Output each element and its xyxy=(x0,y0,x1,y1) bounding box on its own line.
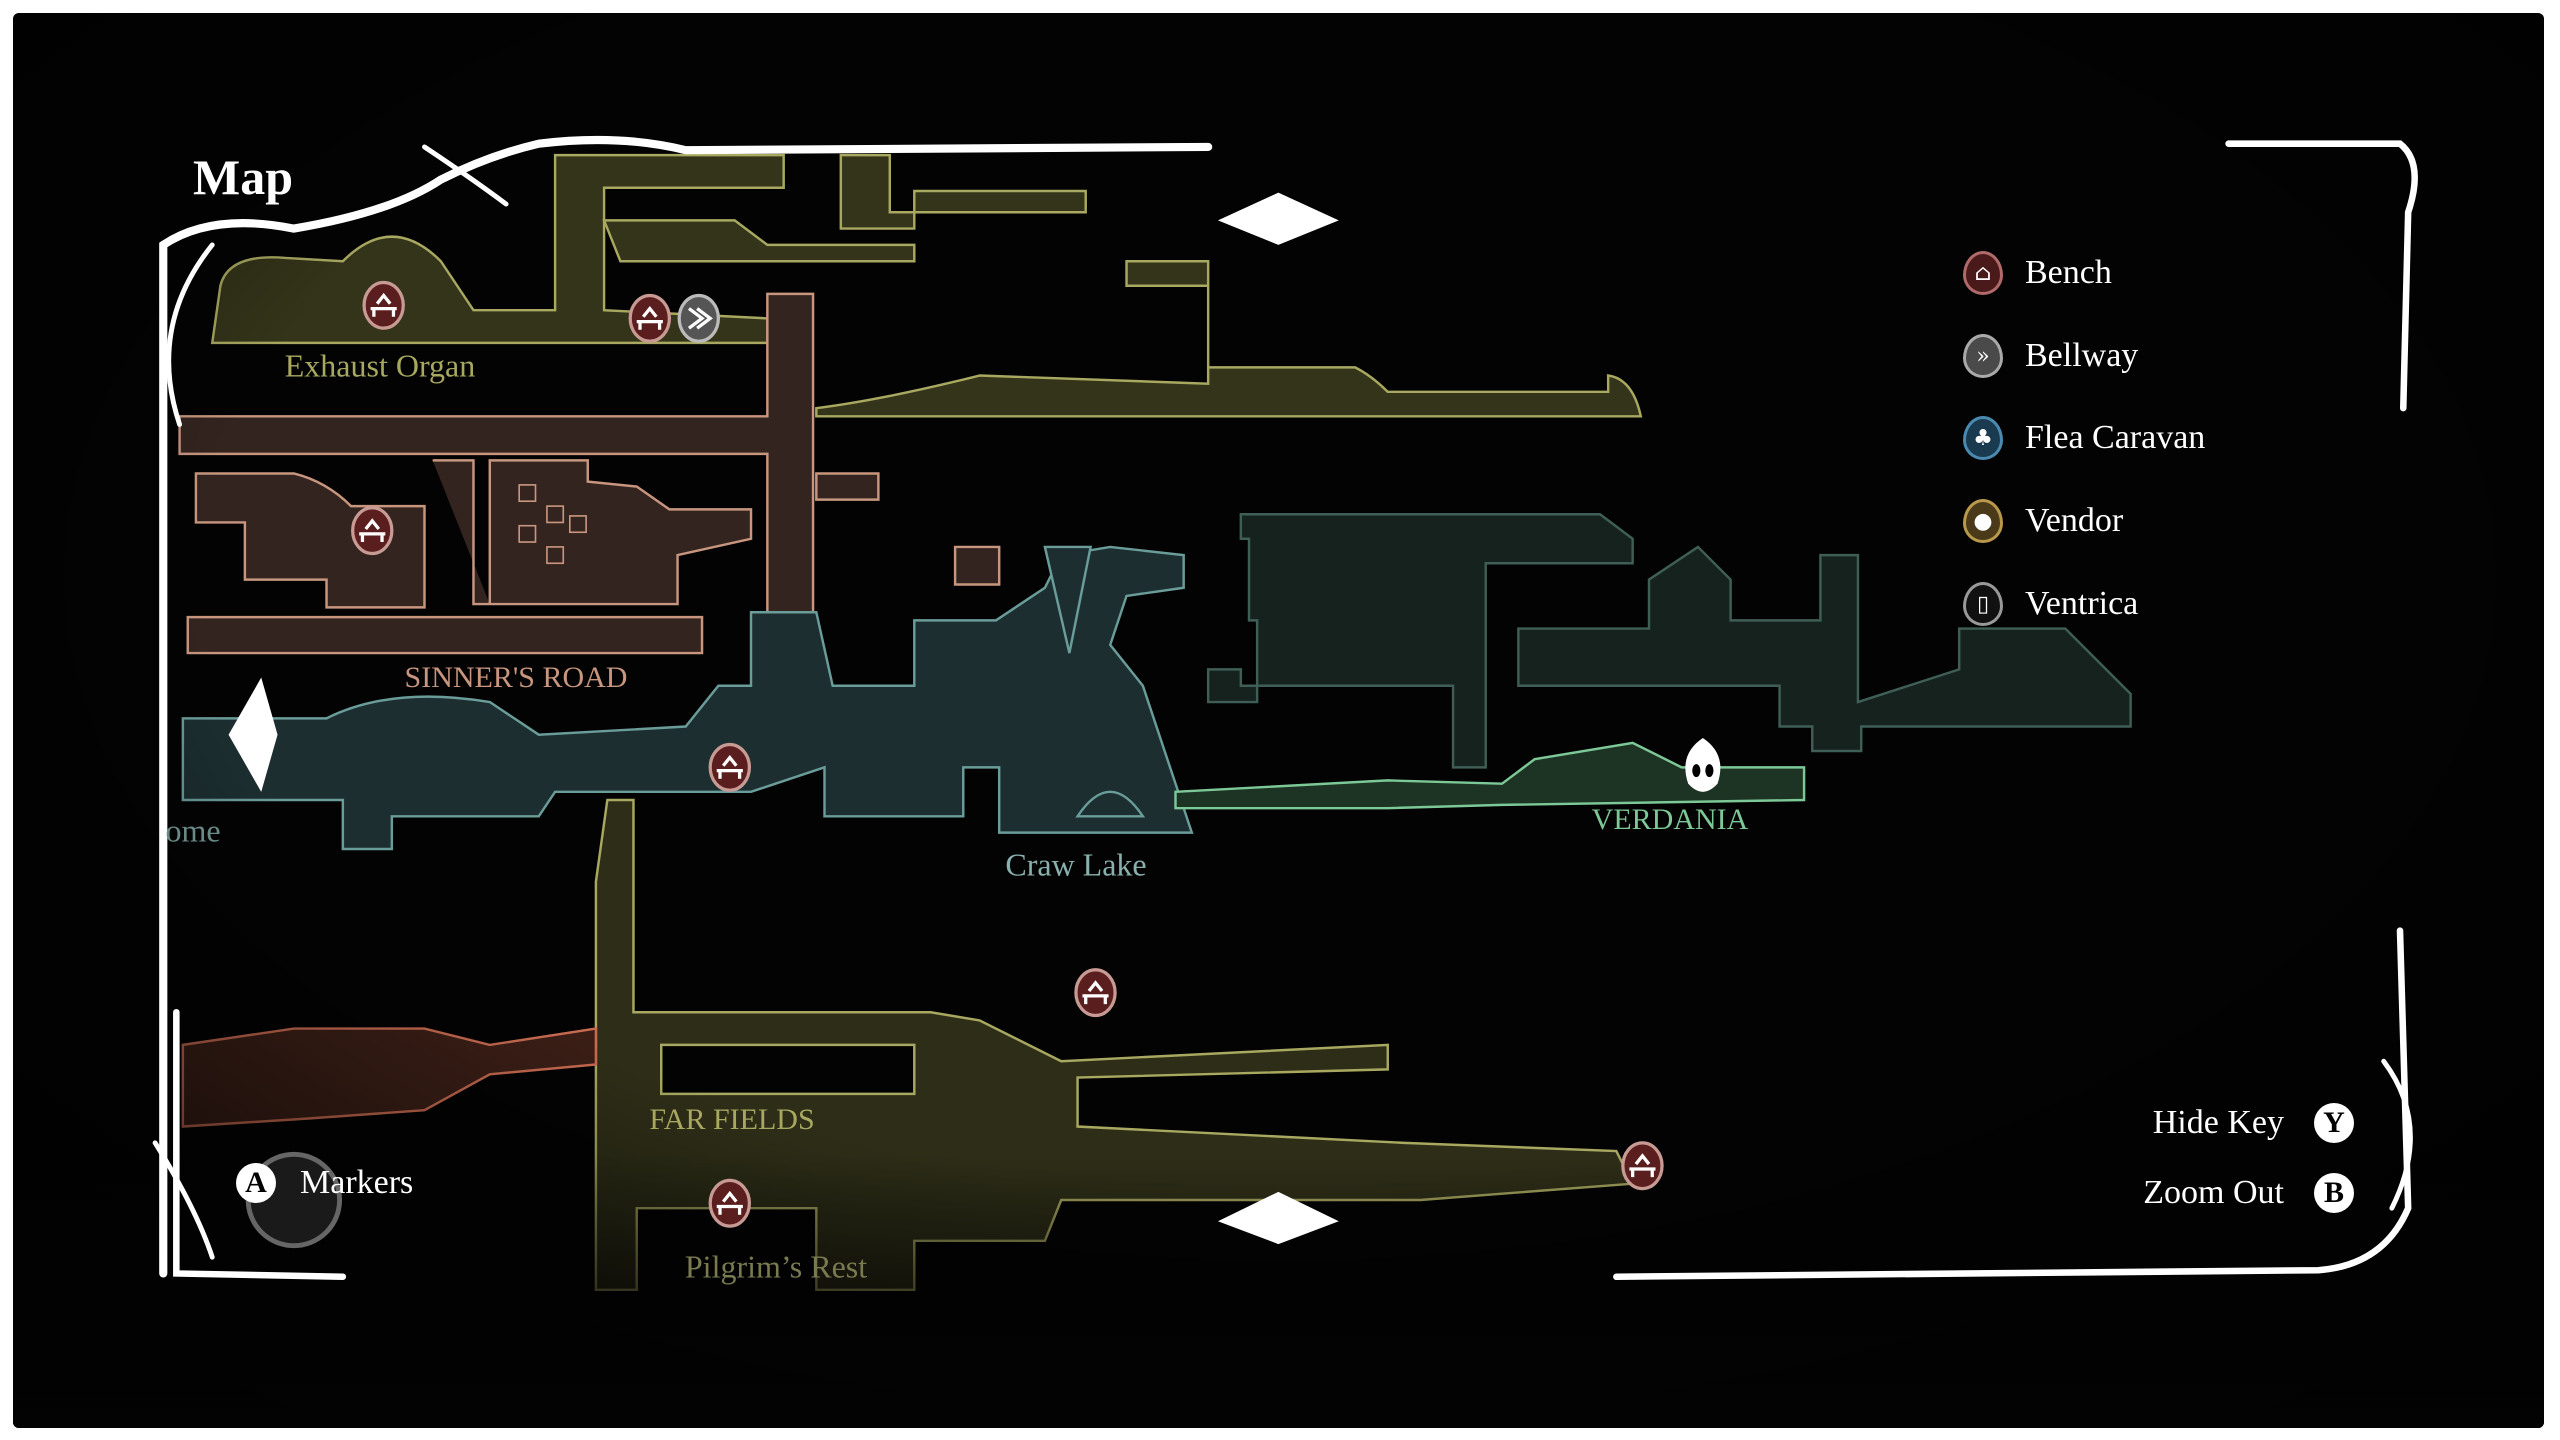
bench-icon xyxy=(1074,968,1117,1018)
region-label-verdania: VERDANIA xyxy=(1591,803,1749,836)
bench-icon: ⌂ xyxy=(1963,251,2003,295)
hide-key-label: Hide Key xyxy=(2152,1104,2284,1141)
b-button-icon: B xyxy=(2314,1173,2354,1213)
bench-icon xyxy=(708,1178,752,1228)
region-label-sinners-road: SINNER'S ROAD xyxy=(404,661,628,694)
map-screen: Map Exhaust Organ SINNER'S ROAD Craw Lak… xyxy=(13,13,2544,1428)
markers-button[interactable]: A Markers xyxy=(236,1163,413,1203)
region-label-pilgrims-rest: Pilgrim’s Rest xyxy=(684,1248,868,1285)
region-label-exhaust-organ: Exhaust Organ xyxy=(284,347,476,384)
bench-icon xyxy=(628,293,672,343)
bench-icon xyxy=(362,280,405,330)
world-map[interactable] xyxy=(13,13,2544,1428)
legend-label: Ventrica xyxy=(2025,585,2139,622)
bench-icon xyxy=(1621,1141,1664,1191)
bench-markers[interactable] xyxy=(351,280,1664,1228)
flea-caravan-icon: ♣ xyxy=(1963,416,2003,460)
page-title: Map xyxy=(193,149,293,205)
zoom-out-label: Zoom Out xyxy=(2143,1174,2284,1211)
player-location-icon xyxy=(1685,737,1721,792)
a-button-icon: A xyxy=(236,1163,276,1203)
frame-ornaments xyxy=(152,135,2418,1280)
markers-label: Markers xyxy=(300,1164,414,1201)
region-label-partial: ome xyxy=(165,812,221,849)
vendor-icon: ● xyxy=(1963,499,2003,543)
legend-item-bellway: » Bellway xyxy=(1963,331,2138,381)
y-button-icon: Y xyxy=(2314,1103,2354,1143)
legend-item-vendor: ● Vendor xyxy=(1963,496,2123,546)
legend-label: Bellway xyxy=(2025,337,2139,374)
ventrica-icon: ▯ xyxy=(1963,582,2003,626)
legend-item-bench: ⌂ Bench xyxy=(1963,248,2112,298)
compass-diamond-icon xyxy=(228,192,1339,1245)
legend-label: Flea Caravan xyxy=(2025,419,2206,456)
legend-item-ventrica: ▯ Ventrica xyxy=(1963,579,2138,629)
region-label-craw-lake: Craw Lake xyxy=(1005,846,1147,883)
bench-icon xyxy=(708,742,752,792)
region-label-far-fields: FAR FIELDS xyxy=(649,1103,815,1136)
zoom-out-button[interactable]: Zoom Out B xyxy=(2143,1173,2354,1213)
legend-label: Bench xyxy=(2025,254,2112,291)
bellway-icon: » xyxy=(1963,334,2003,378)
bellway-icon xyxy=(677,293,720,343)
hide-key-button[interactable]: Hide Key Y xyxy=(2153,1103,2354,1143)
bench-icon xyxy=(351,506,394,556)
legend-label: Vendor xyxy=(2025,502,2124,539)
legend-item-flea-caravan: ♣ Flea Caravan xyxy=(1963,413,2205,463)
